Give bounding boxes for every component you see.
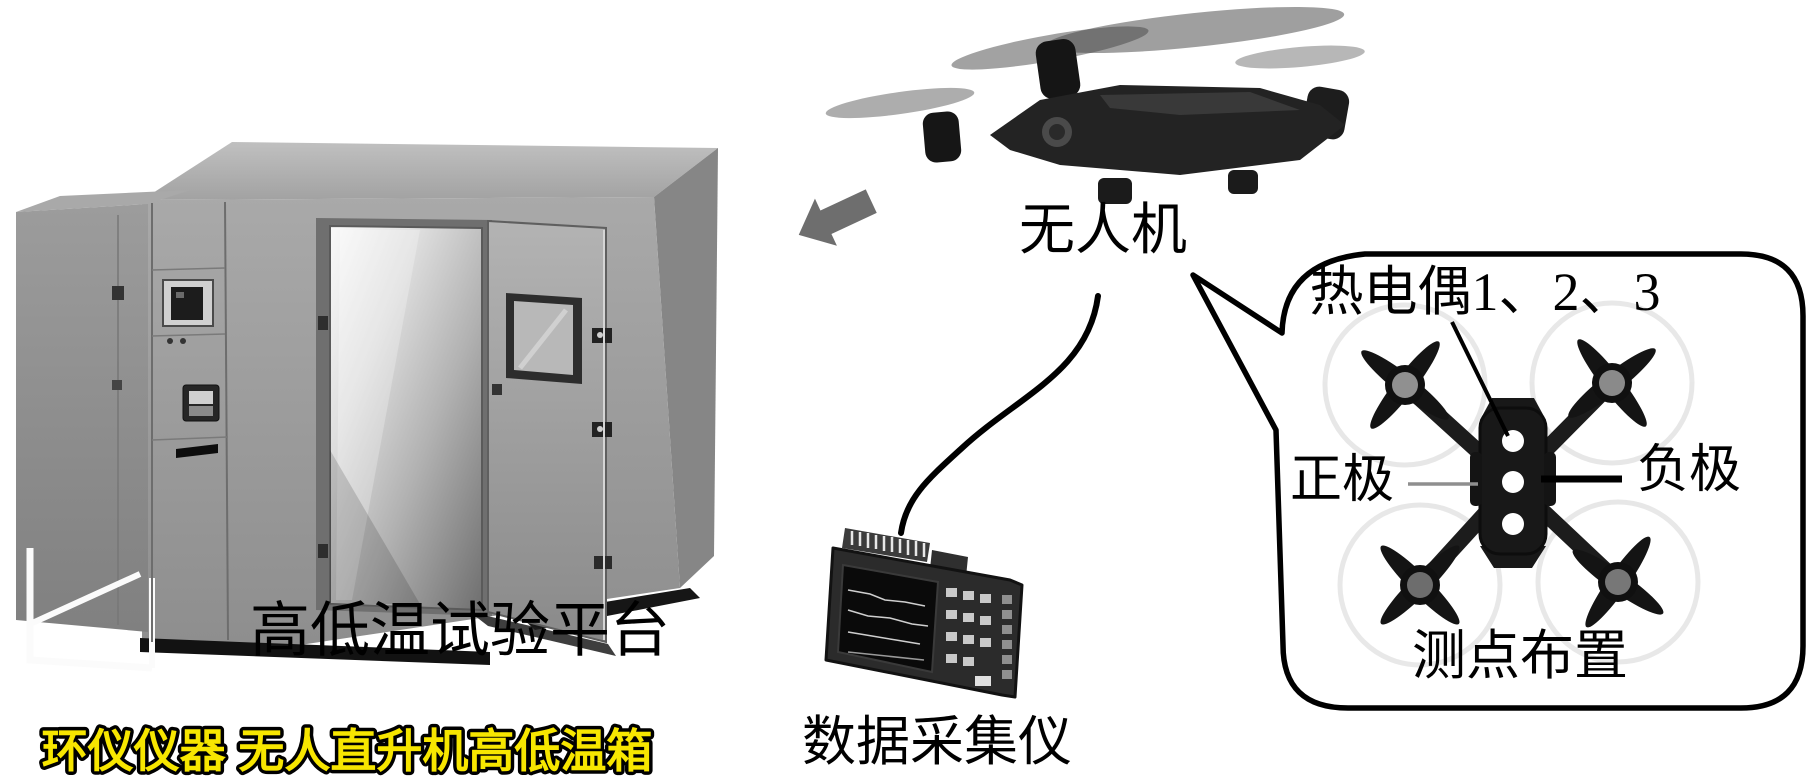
left-arrow-icon bbox=[798, 189, 877, 246]
drone-label: 无人机 bbox=[1019, 200, 1187, 262]
rotor-hub bbox=[1407, 572, 1433, 598]
chamber-inner-door bbox=[329, 224, 483, 612]
measure-point-3 bbox=[1502, 513, 1524, 535]
chamber-side-cabinet bbox=[16, 190, 190, 632]
daq-photo bbox=[824, 528, 1024, 699]
drone-photo bbox=[825, 6, 1365, 204]
measure-point-2 bbox=[1502, 471, 1524, 493]
rotor-hub bbox=[1605, 569, 1631, 595]
daq-buttons bbox=[946, 588, 991, 686]
chamber-doorway bbox=[316, 218, 492, 616]
thermocouple-pointer-line bbox=[1450, 321, 1510, 437]
positive-pole-label: 正极 bbox=[1289, 452, 1394, 509]
daq-terminal-pins bbox=[850, 531, 926, 557]
callout-caption-label: 测点布置 bbox=[1412, 626, 1628, 686]
daq-waveforms bbox=[847, 589, 929, 661]
brand-watermark: 环仪仪器 无人直升机高低温箱 bbox=[42, 725, 653, 777]
rotor-hub bbox=[1392, 372, 1418, 398]
propeller-blur bbox=[1235, 45, 1365, 69]
test-chamber-photo bbox=[16, 142, 718, 672]
propeller-blur bbox=[825, 87, 975, 119]
chamber-control-panel bbox=[151, 201, 229, 642]
rotor-hub bbox=[1599, 370, 1625, 396]
chamber-outer-door bbox=[470, 219, 616, 656]
daq-label: 数据采集仪 bbox=[802, 712, 1072, 772]
negative-pole-label: 负极 bbox=[1636, 442, 1741, 499]
propeller-disc-ghosts bbox=[1322, 300, 1701, 668]
callout-title-label: 热电偶1、2、3 bbox=[1309, 262, 1661, 322]
daq-side-connectors bbox=[1002, 595, 1012, 679]
drone-top-view bbox=[1322, 300, 1701, 668]
chamber-slot bbox=[176, 444, 218, 458]
connector-curve bbox=[898, 293, 1101, 536]
chamber-label: 高低温试验平台 bbox=[250, 598, 670, 664]
